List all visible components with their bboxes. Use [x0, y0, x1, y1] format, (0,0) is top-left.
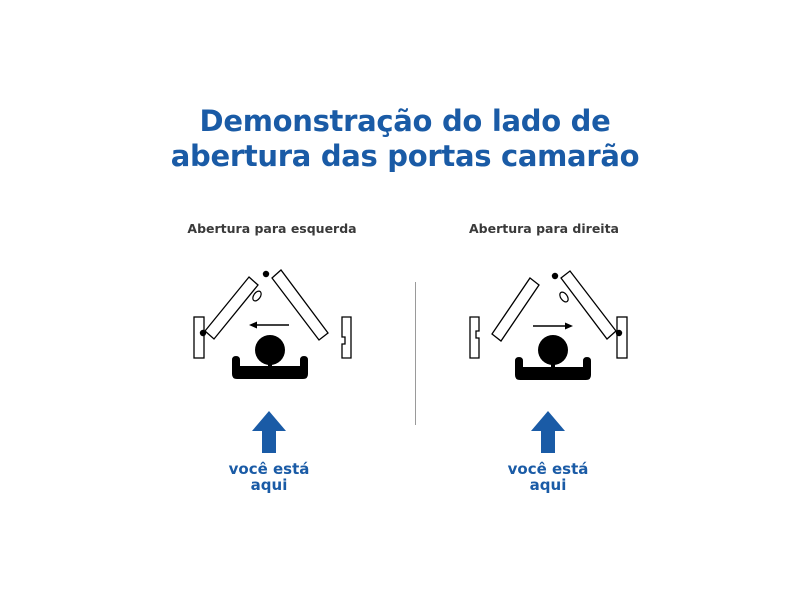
you-are-here-line-1: você está	[228, 460, 310, 478]
page-title: Demonstração do lado de abertura das por…	[0, 104, 810, 174]
you-are-here-arrow-right-icon	[531, 411, 565, 453]
arrow-right-icon	[533, 322, 573, 330]
left-hinge-dot	[199, 329, 207, 337]
person-topview-icon	[515, 335, 591, 380]
person-topview-icon	[232, 335, 308, 379]
left-jamb-notched-icon	[469, 316, 480, 359]
arrow-left-icon	[249, 321, 289, 329]
you-are-here-arrow-left-icon	[252, 411, 286, 453]
top-hinge-dot	[262, 270, 270, 278]
door-handle-icon	[252, 290, 262, 302]
door-leaf-right-icon	[560, 270, 617, 340]
top-hinge-dot	[551, 272, 559, 280]
door-leaf-right-icon	[271, 269, 329, 341]
you-are-here-line-1: você está	[507, 460, 589, 478]
title-line-1: Demonstração do lado de	[199, 104, 611, 138]
title-line-2: abertura das portas camarão	[170, 139, 640, 173]
panel-divider	[415, 282, 416, 425]
diagram-right	[469, 270, 628, 380]
door-handle-icon	[559, 291, 569, 303]
panel-label-left: Abertura para esquerda	[187, 221, 357, 236]
left-jamb-icon	[193, 316, 205, 359]
right-jamb-icon	[616, 316, 628, 359]
right-hinge-dot	[615, 329, 623, 337]
right-jamb-notched-icon	[341, 316, 352, 359]
diagram-left	[193, 269, 352, 379]
you-are-here-label-left: você está aqui	[209, 461, 329, 493]
door-leaf-left-icon	[491, 277, 540, 342]
you-are-here-line-2: aqui	[250, 476, 288, 494]
door-leaf-left-icon	[204, 276, 259, 340]
panel-label-right: Abertura para direita	[469, 221, 619, 236]
you-are-here-line-2: aqui	[529, 476, 567, 494]
you-are-here-label-right: você está aqui	[488, 461, 608, 493]
